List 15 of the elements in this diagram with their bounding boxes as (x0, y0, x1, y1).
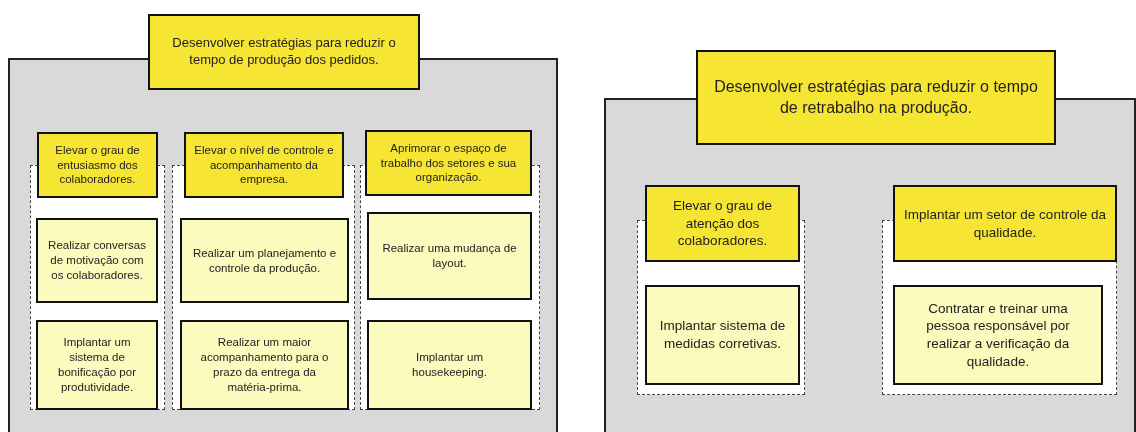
objective-heading: Elevar o nível de controle e acompanhamento da empresa. (184, 132, 344, 198)
action-box: Realizar um planejamento e controle da produção. (180, 218, 349, 303)
goal-heading: Desenvolver estratégias para reduzir o tempo de produção dos pedidos. (148, 14, 420, 90)
action-box: Implantar sistema de medidas corretivas. (645, 285, 800, 385)
action-box: Implantar um sistema de bonificação por produtividade. (36, 320, 158, 410)
action-box: Realizar um maior acompanhamento para o prazo da entrega da matéria-prima. (180, 320, 349, 410)
action-box: Contratar e treinar uma pessoa responsável por realizar a verificação da qualidade. (893, 285, 1103, 385)
objective-heading: Aprimorar o espaço de trabalho dos setores e sua organização. (365, 130, 532, 196)
objective-heading: Implantar um setor de controle da qualidade. (893, 185, 1117, 262)
goal-heading: Desenvolver estratégias para reduzir o tempo de retrabalho na produção. (696, 50, 1056, 145)
action-box: Realizar conversas de motivação com os colaboradores. (36, 218, 158, 303)
action-box: Implantar um housekeeping. (367, 320, 532, 410)
action-box: Realizar uma mudança de layout. (367, 212, 532, 300)
objective-heading: Elevar o grau de atenção dos colaboradores. (645, 185, 800, 262)
objective-heading: Elevar o grau de entusiasmo dos colaboradores. (37, 132, 158, 198)
